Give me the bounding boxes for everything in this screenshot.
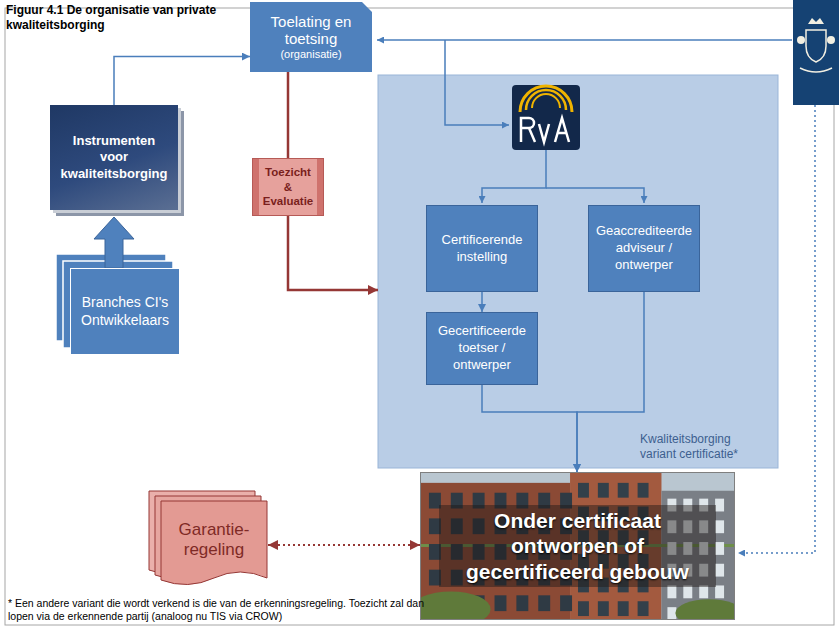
stakeholder-card: Branches CI's Ontwikkelaars <box>70 268 180 355</box>
accreditation-logo <box>512 85 580 150</box>
process-box: Geaccrediteerde adviseur / ontwerper <box>588 205 700 292</box>
government-logo <box>793 0 839 105</box>
supervision-box: Toezicht & Evaluatie <box>252 158 324 216</box>
connector <box>481 292 483 312</box>
connector <box>288 216 378 290</box>
connector <box>482 385 577 472</box>
building-result: Onder certificaat ontworpen of gecertifi… <box>420 472 735 620</box>
process-box: Certificerende instelling <box>426 205 538 292</box>
instruments-stack: Instrumenten voor kwaliteitsborging <box>50 105 178 210</box>
figure-frame <box>5 8 834 625</box>
certification-panel <box>378 75 778 468</box>
admission-box: Toelating en toetsing(organisatie) <box>250 2 372 72</box>
footnote: * Een andere variant die wordt verkend i… <box>8 597 428 623</box>
connector <box>114 57 250 105</box>
node-text: Toezicht & Evaluatie <box>261 165 315 210</box>
node-text: Certificerende instelling <box>433 232 531 266</box>
node-text: Gecertificeerde toetser / ontwerper <box>433 323 531 374</box>
certification-region: Kwaliteitsborging variant certificatie* C… <box>378 75 778 468</box>
connector <box>577 292 644 472</box>
block-arrow <box>94 217 134 268</box>
node-text: Instrumenten voor kwaliteitsborging <box>58 133 170 182</box>
node-subtext: (organisatie) <box>256 48 366 61</box>
connector <box>287 72 290 158</box>
figure-title: Figuur 4.1 De organisatie van private kw… <box>6 3 242 33</box>
node-text: Onder certificaat ontworpen of gecertifi… <box>439 505 716 587</box>
node-text: Geaccrediteerde adviseur / ontwerper <box>595 223 693 274</box>
process-box: Gecertificeerde toetser / ontwerper <box>426 312 538 385</box>
node-text: Toelating en toetsing <box>256 13 366 48</box>
node-text: Branches CI's Ontwikkelaars <box>79 294 171 329</box>
guarantee-document: Garantie-regeling <box>160 500 268 590</box>
dotted-connector <box>268 544 420 546</box>
node-text: Kwaliteitsborging variant certificatie* <box>640 432 770 462</box>
node-text: Garantie-regeling <box>168 520 260 561</box>
